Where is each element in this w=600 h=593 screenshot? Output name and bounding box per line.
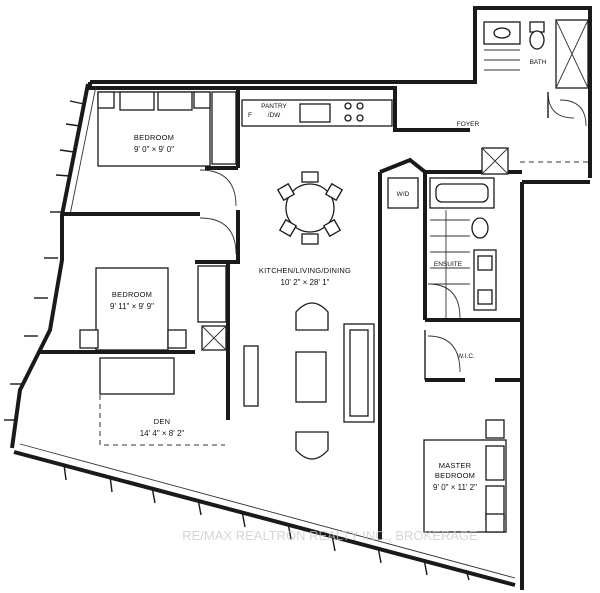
- coffee-table: [295, 351, 327, 403]
- ensuite: ENSUITE: [427, 177, 497, 319]
- nightstand: [97, 91, 115, 109]
- bedroom-1-closet: [211, 91, 237, 165]
- living-area: KITCHEN/LIVING/DINING 10' 2" × 28' 1": [259, 266, 375, 460]
- bedroom-2-dims: 9' 11" × 9' 9": [110, 302, 154, 311]
- bedroom-2-label: BEDROOM: [112, 290, 152, 299]
- armchair: [295, 302, 329, 331]
- nightstand: [485, 513, 505, 533]
- ensuite-toilet: [471, 217, 489, 239]
- bedroom-2-closet: [197, 265, 227, 323]
- nightstand: [485, 419, 505, 439]
- master-bedroom: MASTER BEDROOM 9' 0" × 11' 2": [423, 419, 507, 533]
- laundry: W/D: [387, 177, 419, 209]
- bedroom-2: BEDROOM 9' 11" × 9' 9": [79, 217, 237, 351]
- master-dims: 9' 0" × 11' 2": [433, 483, 477, 492]
- fridge-label: F: [248, 112, 252, 119]
- interior-walls: [40, 88, 522, 540]
- window-mullions: [4, 100, 470, 581]
- kitchen-dims: 10' 2" × 28' 1": [281, 278, 330, 287]
- wd-label: W/D: [397, 191, 410, 198]
- nightstand: [193, 91, 211, 109]
- dining-set: [276, 171, 344, 245]
- kitchen-counter: F PANTRY /DW: [241, 99, 393, 127]
- sink: [299, 103, 331, 123]
- armchair: [295, 431, 329, 460]
- bath-room: BATH: [483, 19, 589, 119]
- washer-dryer: [387, 177, 419, 209]
- den-dims: 14' 4" × 8' 2": [140, 429, 185, 438]
- pantry-label: PANTRY: [261, 103, 287, 110]
- bedroom-2-bed: [95, 267, 169, 351]
- bedroom-1-dims: 9' 0" × 9' 0": [134, 145, 174, 154]
- master-label-2: BEDROOM: [435, 471, 475, 480]
- bedroom-1-label: BEDROOM: [134, 133, 174, 142]
- foyer: FOYER: [457, 99, 590, 175]
- dining-table: [285, 183, 335, 233]
- foyer-label: FOYER: [457, 121, 480, 128]
- watermark: RE/MAX REALTRON REALTY INC., BROKERAGE: [182, 528, 478, 543]
- bedroom-1: BEDROOM 9' 0" × 9' 0": [97, 91, 237, 207]
- exterior-walls: [10, 6, 592, 590]
- den-shelf: [243, 345, 259, 407]
- den-sofa: [99, 357, 175, 395]
- ensuite-label: ENSUITE: [434, 261, 463, 268]
- den-label: DEN: [154, 417, 170, 426]
- den: DEN 14' 4" × 8' 2": [99, 345, 259, 438]
- pantry-label-2: /DW: [268, 112, 282, 119]
- bath-label: BATH: [530, 59, 547, 66]
- wic-label: W.I.C.: [457, 353, 475, 360]
- kitchen-label: KITCHEN/LIVING/DINING: [259, 266, 351, 275]
- walk-in-closet: W.I.C.: [427, 335, 475, 373]
- bath-toilet: [529, 30, 545, 50]
- master-label-1: MASTER: [439, 461, 472, 470]
